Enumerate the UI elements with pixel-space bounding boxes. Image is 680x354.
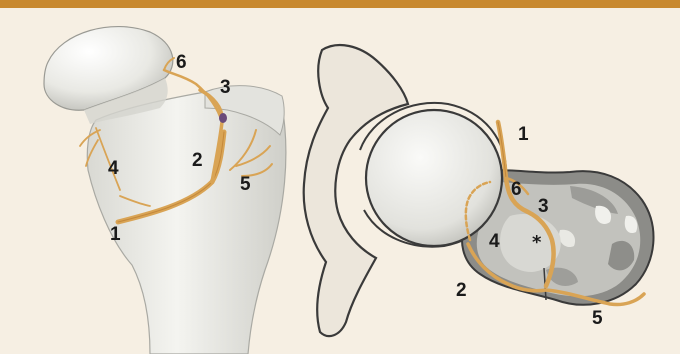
right-label-4: 4	[489, 231, 500, 252]
femoral-head-ball	[366, 110, 502, 246]
right-label-6: 6	[511, 179, 522, 200]
right-label-1: 1	[518, 124, 529, 145]
left-label-3: 3	[220, 77, 231, 98]
left-label-1: 1	[110, 224, 121, 245]
right-label-5: 5	[592, 308, 603, 329]
left-label-6: 6	[176, 52, 187, 73]
foramen	[219, 113, 227, 123]
right-label-2: 2	[456, 280, 467, 301]
left-label-4: 4	[108, 158, 119, 179]
right-label-3: 3	[538, 196, 549, 217]
right-asterisk: *	[532, 232, 542, 253]
left-label-5: 5	[240, 174, 251, 195]
left-label-2: 2	[192, 150, 203, 171]
